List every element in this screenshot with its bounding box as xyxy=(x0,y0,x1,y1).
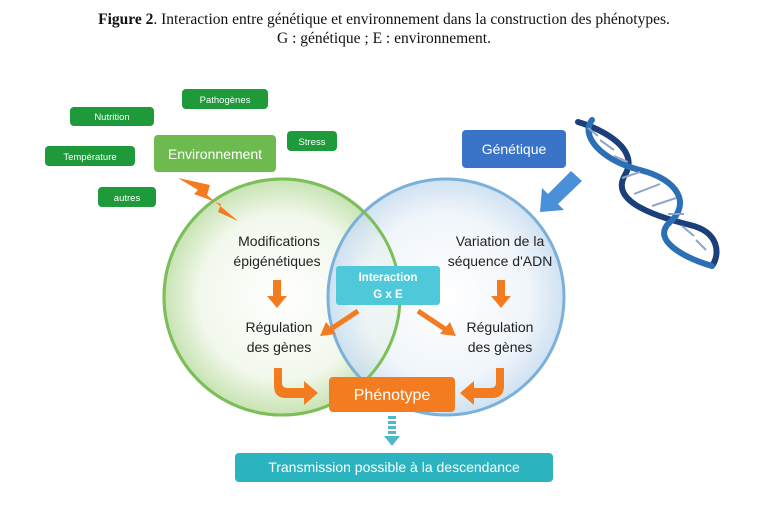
factor-pathogenes-label: Pathogènes xyxy=(200,95,251,106)
left-curved-arrow-icon xyxy=(274,368,318,405)
transmission-arrow-icon xyxy=(384,416,400,446)
left-title-line2: épigénétiques xyxy=(233,253,320,269)
right-regulation-line2: des gènes xyxy=(468,339,533,355)
environnement-label: Environnement xyxy=(168,146,262,162)
left-regulation-line1: Régulation xyxy=(246,319,313,335)
right-curved-arrow-icon xyxy=(460,368,504,405)
transmission-box: Transmission possible à la descendance xyxy=(235,453,553,482)
right-regulation-line1: Régulation xyxy=(467,319,534,335)
factor-temperature-label: Température xyxy=(63,152,116,163)
blue-arrow-icon xyxy=(540,171,582,212)
factor-temperature: Température xyxy=(45,146,135,166)
dna-helix-icon xyxy=(575,117,720,269)
phenotype-box: Phénotype xyxy=(329,377,455,412)
lightning-bolt-icon xyxy=(178,178,238,221)
interaction-line1: Interaction xyxy=(359,272,418,284)
right-title-line2: séquence d'ADN xyxy=(448,253,553,269)
factor-stress: Stress xyxy=(287,131,337,151)
interaction-box: Interaction G x E xyxy=(336,266,440,305)
environnement-box: Environnement xyxy=(154,135,276,172)
caption-line-1: Figure 2. Interaction entre génétique et… xyxy=(0,10,768,29)
caption-line-2: G : génétique ; E : environnement. xyxy=(277,30,491,47)
caption-label: Figure 2 xyxy=(98,11,154,28)
right-title-line1: Variation de la xyxy=(456,233,545,249)
left-title-line1: Modifications xyxy=(238,233,320,249)
factor-autres: autres xyxy=(98,187,156,207)
interaction-left-arrow-icon xyxy=(320,308,360,336)
genetics-circle xyxy=(326,177,566,417)
interaction-right-arrow-icon xyxy=(416,308,456,336)
genetique-box: Génétique xyxy=(462,130,566,168)
phenotype-label: Phénotype xyxy=(354,387,431,404)
caption-text: . Interaction entre génétique et environ… xyxy=(153,11,670,28)
left-down-arrow-icon xyxy=(267,280,287,308)
transmission-label: Transmission possible à la descendance xyxy=(268,459,520,475)
left-regulation-line2: des gènes xyxy=(247,339,312,355)
factor-pathogenes: Pathogènes xyxy=(182,89,268,109)
factor-nutrition-label: Nutrition xyxy=(94,112,129,123)
figure-caption: Figure 2. Interaction entre génétique et… xyxy=(0,10,768,48)
genetique-label: Génétique xyxy=(482,141,547,157)
factor-nutrition: Nutrition xyxy=(70,107,154,126)
factor-autres-label: autres xyxy=(114,193,141,204)
right-down-arrow-icon xyxy=(491,280,511,308)
factor-stress-label: Stress xyxy=(299,137,326,148)
interaction-line2: G x E xyxy=(373,289,403,301)
